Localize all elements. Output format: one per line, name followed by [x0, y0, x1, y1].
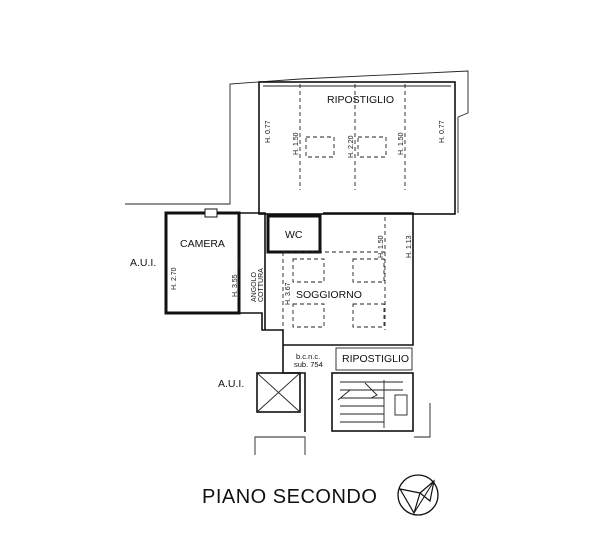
- height-label: H. 3.67: [285, 282, 292, 305]
- north-arrow-icon: [397, 474, 439, 516]
- room-camera: CAMERA H. 2.70 H. 3.55: [164, 208, 241, 315]
- room-label-camera: CAMERA: [180, 238, 225, 250]
- height-label: H. 1.50: [293, 132, 300, 155]
- room-label-wc: WC: [285, 229, 303, 241]
- room-ripostiglio-top: RIPOSTIGLIO H. 0.77 H. 1.50 H. 2.20 H. 1…: [258, 81, 456, 215]
- lift-shaft: [256, 372, 301, 413]
- height-label: H. 0.77: [265, 120, 272, 143]
- room-soggiorno: SOGGIORNO H. 3.67 H. 1.50 H. 1.13: [282, 212, 414, 346]
- height-label: H. 1.50: [398, 132, 405, 155]
- aui-label-top: A.U.I.: [130, 257, 156, 269]
- cottura-label: COTTURA: [258, 268, 265, 302]
- angolo-label: ANGOLO: [251, 271, 258, 302]
- room-wc: WC: [266, 214, 322, 254]
- staircase: [331, 372, 414, 432]
- height-label: H. 2.20: [348, 135, 355, 158]
- height-label: H. 0.77: [439, 120, 446, 143]
- aui-label-bottom: A.U.I.: [218, 378, 244, 390]
- height-label: H. 3.55: [232, 274, 239, 297]
- angolo-cottura: ANGOLO COTTURA: [239, 212, 284, 345]
- room-label-ripostiglio-small: RIPOSTIGLIO: [342, 353, 409, 365]
- bcnc-area: b.c.n.c. sub. 754 RIPOSTIGLIO: [282, 345, 413, 432]
- bcnc-sub-label: sub. 754: [294, 360, 323, 369]
- height-label: H. 1.50: [378, 235, 385, 258]
- height-label: H. 2.70: [171, 267, 178, 290]
- plan-title: PIANO SECONDO: [202, 486, 377, 508]
- room-label-ripostiglio-top: RIPOSTIGLIO: [327, 94, 394, 106]
- bcnc-label: b.c.n.c.: [296, 352, 320, 361]
- site-boundary: [125, 70, 469, 455]
- height-label: H. 1.13: [406, 235, 413, 258]
- room-label-soggiorno: SOGGIORNO: [296, 289, 362, 301]
